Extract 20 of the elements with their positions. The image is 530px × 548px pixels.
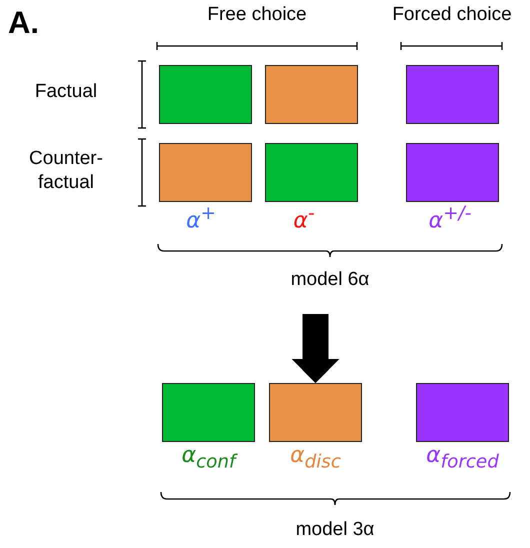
panel-letter: A. xyxy=(8,6,39,40)
axis-label: Forced choice xyxy=(392,5,512,26)
parameter-box xyxy=(159,143,252,202)
parameter-box xyxy=(406,143,499,202)
arrow xyxy=(292,314,340,383)
parameter-label: α$^{+/-}$ xyxy=(428,204,472,234)
axis-label: Free choice xyxy=(207,5,307,26)
parameter-label: α$^{+}$ xyxy=(186,204,216,234)
parameter-label: α$_{conf}$ xyxy=(182,444,236,473)
axis-label: Factual xyxy=(34,82,98,103)
parameter-label: α$^{-}$ xyxy=(293,204,315,234)
axis-label: Counter- factual xyxy=(28,147,104,194)
parameter-box xyxy=(265,65,358,124)
model-label: model 6α xyxy=(280,268,380,292)
parameter-label: α$_{disc}$ xyxy=(290,444,341,473)
parameter-box xyxy=(159,65,252,124)
parameter-label: α$_{forced}$ xyxy=(426,444,499,473)
axis-label: model 3α xyxy=(296,520,374,541)
parameter-box xyxy=(406,65,499,124)
parameter-box xyxy=(265,143,358,202)
